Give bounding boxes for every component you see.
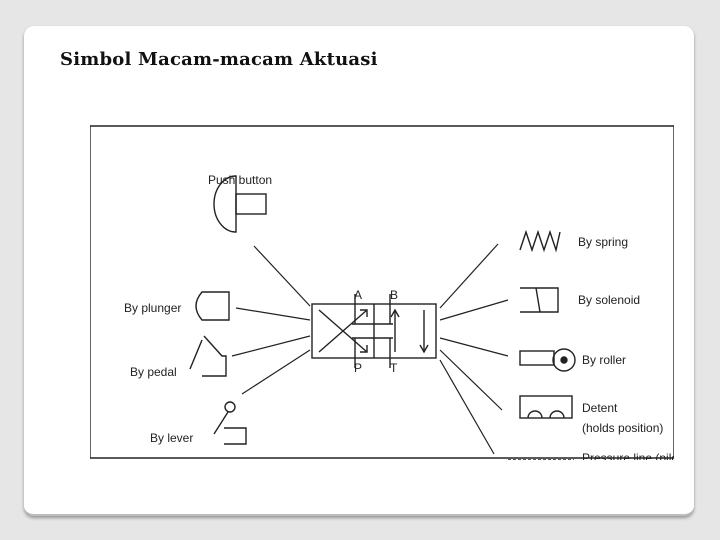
port-t-label: T [390,361,398,375]
valve-symbol [311,294,437,368]
slide: Simbol Macam-macam Aktuasi [24,26,694,516]
slide-title: Simbol Macam-macam Aktuasi [60,49,378,70]
pedal-label: By pedal [130,365,177,379]
actuation-symbols-diagram: Push button By plunger By pedal By lever… [90,125,674,460]
solenoid-icon [520,287,559,313]
push-button-label: Push button [208,173,272,187]
lever-label: By lever [150,431,193,445]
plunger-icon [195,291,230,321]
roller-label: By roller [582,353,626,367]
detent-icon [519,395,573,419]
solenoid-label: By solenoid [578,293,640,307]
detent-sublabel: (holds position) [582,421,663,435]
pressure-line-label: Pressure line (pilot) [582,451,674,460]
roller-icon [519,348,576,372]
plunger-label: By plunger [124,301,181,315]
lever-icon [213,401,247,445]
pedal-icon [189,335,227,377]
leader-lines [231,243,509,455]
port-a-label: A [354,288,362,302]
push-button-icon [213,175,237,233]
spring-icon [519,229,561,253]
detent-label: Detent [582,401,618,415]
port-p-label: P [354,361,362,375]
spring-label: By spring [578,235,628,249]
port-b-label: B [390,288,398,302]
